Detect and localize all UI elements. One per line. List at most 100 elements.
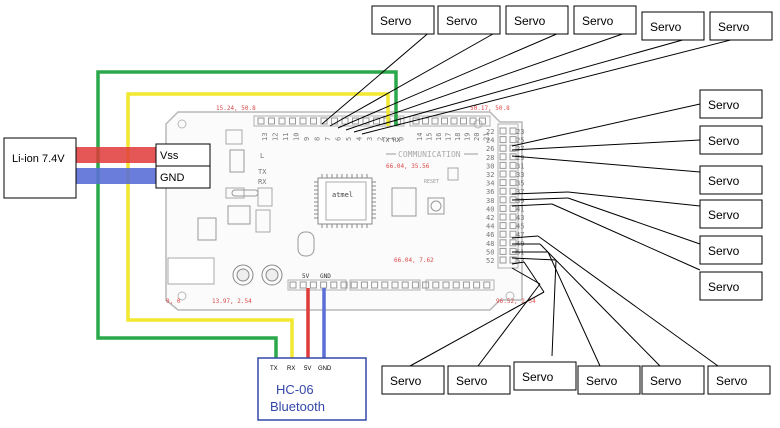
board-5v-label: 5V <box>302 273 310 280</box>
pin-number: 43 <box>516 214 524 222</box>
servo-label: Servo <box>380 14 412 28</box>
pin <box>499 127 507 135</box>
servo-top-4: Servo <box>573 5 637 35</box>
pin <box>352 117 359 125</box>
coord-top-right: 50.17, 50.8 <box>470 105 510 112</box>
hc06-pin-gnd: GND <box>318 366 332 372</box>
servo-top-3: Servo <box>505 5 569 35</box>
pin-number: 45 <box>516 223 524 231</box>
pin <box>509 213 517 221</box>
pin-number: 11 <box>282 133 290 141</box>
hc06-name: HC-06 <box>276 382 314 397</box>
pin-number: 10 <box>293 133 301 141</box>
hc06-pin-5v: 5V <box>304 366 311 372</box>
pin-number: 17 <box>445 133 453 141</box>
pin <box>499 196 507 204</box>
servo-right-4: Servo <box>699 199 763 229</box>
pin <box>320 117 328 125</box>
pin <box>442 281 450 289</box>
servo-top-1: Servo <box>371 5 435 35</box>
bottom-pin-header <box>287 279 495 291</box>
pin-number: 8 <box>314 137 322 141</box>
servo-top-6: Servo <box>709 11 773 41</box>
servo-label: Servo <box>708 174 740 188</box>
pin <box>441 117 448 125</box>
servo-label: Servo <box>514 14 546 28</box>
pin <box>411 281 419 289</box>
pin-number: 44 <box>486 223 494 231</box>
coord-bottom-mid: 66.04, 7.62 <box>394 257 434 264</box>
servo-label: Servo <box>708 280 740 294</box>
pin <box>350 281 358 289</box>
pin <box>310 117 317 125</box>
pin <box>499 239 507 247</box>
pin <box>340 281 348 289</box>
pin-number: 13 <box>261 133 269 141</box>
servo-bottom-6: Servo <box>707 365 771 395</box>
servo-label: Servo <box>586 374 618 388</box>
crystal <box>231 189 259 197</box>
pin-number: 6 <box>335 137 343 141</box>
pin <box>499 161 507 169</box>
pin <box>299 281 307 289</box>
pin <box>268 117 275 125</box>
blue-power-wire <box>76 168 156 184</box>
battery-box <box>3 137 77 199</box>
pin-number: 14 <box>416 133 424 141</box>
pin-number: 1 <box>387 137 395 141</box>
pin <box>289 281 297 289</box>
pin <box>450 117 458 125</box>
icsp-header <box>391 187 417 217</box>
pin-number: 30 <box>486 162 494 170</box>
servo-label: Servo <box>708 208 740 222</box>
servo-label: Servo <box>716 374 748 388</box>
pin-number: 34 <box>486 180 494 188</box>
hc06-pin-rx: RX <box>287 366 295 372</box>
board-gnd-label: GND <box>320 273 331 280</box>
pin <box>299 117 307 125</box>
pin <box>431 117 439 125</box>
gnd-box <box>155 165 211 189</box>
pin-number: 32 <box>486 171 494 179</box>
pin <box>499 153 507 161</box>
servo-label: Servo <box>456 374 488 388</box>
reset-label: RESET <box>424 179 439 185</box>
pin <box>473 281 481 289</box>
pin <box>422 281 430 289</box>
pin-number: 53 <box>516 257 524 265</box>
pin <box>391 281 399 289</box>
oscillator <box>297 231 315 257</box>
servo-label: Servo <box>522 370 554 384</box>
capacitor-2 <box>261 264 283 286</box>
pin <box>509 230 517 238</box>
pin-number: 35 <box>516 180 524 188</box>
pin <box>371 281 379 289</box>
reset-button <box>427 197 445 215</box>
pin <box>509 204 517 212</box>
pin <box>381 281 389 289</box>
servo-wires <box>321 29 771 367</box>
red-power-wire <box>76 147 156 163</box>
battery-label: Li-ion 7.4V <box>12 153 65 165</box>
pin <box>499 136 507 144</box>
servo-right-5: Servo <box>699 235 763 265</box>
pin <box>452 281 460 289</box>
pin <box>257 117 265 125</box>
pin <box>289 117 296 125</box>
servo-label: Servo <box>718 20 750 34</box>
rx-led-label: RX <box>258 178 267 186</box>
hc06-module: TX RX 5V GND HC-06 Bluetooth <box>257 357 367 421</box>
pin-number: 48 <box>486 240 494 248</box>
green-wire-tx <box>96 70 398 358</box>
pin-number: 0 <box>398 137 406 141</box>
pin-number: 37 <box>516 188 524 196</box>
capacitor-1 <box>232 264 254 286</box>
pin-number: 19 <box>464 133 472 141</box>
pin <box>278 117 286 125</box>
pin-number: 39 <box>516 197 524 205</box>
servo-label: Servo <box>708 244 740 258</box>
servo-label: Servo <box>650 374 682 388</box>
